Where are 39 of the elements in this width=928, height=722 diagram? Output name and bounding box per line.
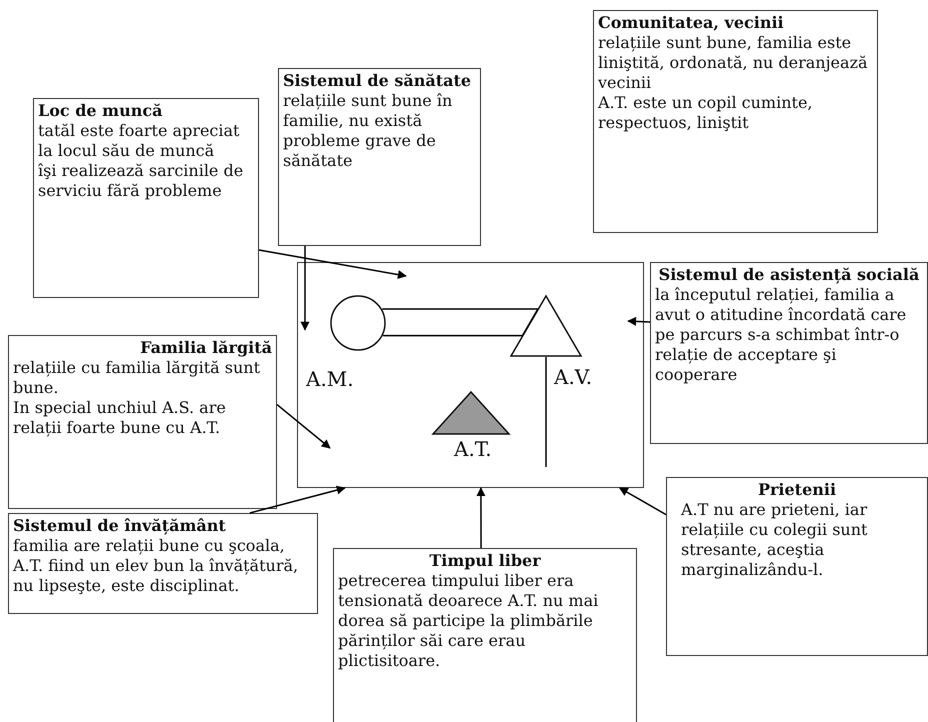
box-heading: Sistemul de sănătate bbox=[283, 71, 472, 91]
box-text: la începutul relației, familia a avut o atitudine încordată care pe parcurs s-a schimbat într-o relație de acceptare şi cooperare bbox=[655, 285, 908, 385]
box-text: relațiile cu familia lărgită sunt bune. bbox=[13, 358, 262, 398]
arrow bbox=[476, 487, 486, 548]
box-text: petrecerea timpului liber era tensionată deoarece A.T. nu mai dorea să participe la plimbările părinților săi care erau plictisitoare. bbox=[338, 571, 600, 671]
descent-line bbox=[545, 357, 547, 467]
box-text: relațiile sunt bune, familia este liniştită, ordonată, nu deranjează vecinii bbox=[598, 33, 869, 93]
person-initials: A.M. bbox=[306, 368, 354, 390]
double-line bbox=[382, 308, 540, 336]
info-box bbox=[650, 262, 928, 444]
arrow bbox=[250, 486, 346, 514]
info-box bbox=[33, 98, 259, 298]
box-text: îşi realizează sarcinile de serviciu fără probleme bbox=[38, 161, 244, 201]
box-text: relațiile sunt bune în familie, nu există probleme grave de sănătate bbox=[283, 91, 454, 171]
box-text: In special unchiul A.S. are relații foarte bune cu A.T. bbox=[13, 398, 227, 438]
info-box bbox=[593, 10, 878, 233]
box-heading: Sistemul de învățământ bbox=[13, 516, 227, 536]
box-heading: Sistemul de asistență socială bbox=[658, 265, 920, 285]
person-initials: A.T. bbox=[454, 438, 492, 460]
person-initials: A.V. bbox=[554, 366, 592, 388]
arrow bbox=[258, 249, 407, 280]
arrow bbox=[627, 316, 650, 326]
box-text: familia are relații bune cu şcoala, A.T. fiind un elev bun la învățătură, nu lipseşte, este disciplinat. bbox=[13, 536, 300, 596]
box-heading: Timpul liber bbox=[428, 551, 542, 571]
info-box bbox=[8, 513, 318, 614]
box-heading: Prietenii bbox=[756, 480, 838, 500]
box-text: A.T nu are prieteni, iar relațiile cu colegii sunt stresante, aceştia marginalizându-l. bbox=[680, 500, 868, 580]
info-box bbox=[278, 68, 481, 246]
info-box bbox=[666, 477, 928, 656]
box-text: A.T. este un copil cuminte, respectuos, liniştit bbox=[598, 93, 814, 133]
box-heading: Comunitatea, vecinii bbox=[598, 13, 785, 33]
info-box bbox=[333, 548, 637, 722]
arrow bbox=[618, 487, 666, 516]
box-heading: Loc de muncă bbox=[38, 101, 164, 121]
family-box bbox=[297, 262, 644, 488]
info-box bbox=[8, 335, 277, 509]
arrow bbox=[300, 246, 310, 331]
box-heading: Familia lărgită bbox=[139, 338, 272, 358]
arrow bbox=[276, 404, 331, 449]
